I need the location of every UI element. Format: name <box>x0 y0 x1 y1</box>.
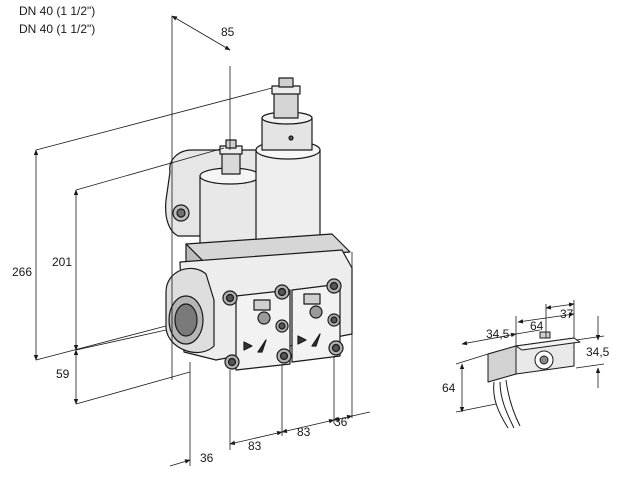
valve-assembly <box>165 77 353 371</box>
dim-85: 85 <box>221 25 235 39</box>
plug-detail <box>487 331 581 429</box>
dimension-lines <box>33 15 371 467</box>
header-line-2: DN 40 (1 1/2") <box>19 22 96 36</box>
dim-266: 266 <box>12 265 32 279</box>
dim-83-first: 83 <box>248 439 262 453</box>
dim-36-right: 36 <box>334 415 348 429</box>
dim-201: 201 <box>52 255 72 269</box>
dim-59: 59 <box>56 367 70 381</box>
plug-dim-37: 37 <box>560 307 574 321</box>
dim-36-left: 36 <box>200 451 214 465</box>
dim-83-second: 83 <box>297 425 311 439</box>
header-line-1: DN 40 (1 1/2") <box>19 4 96 18</box>
plug-dim-34-5-height: 34,5 <box>586 345 610 359</box>
plug-dim-64-height: 64 <box>442 381 456 395</box>
plug-dimension-lines <box>455 300 605 413</box>
plug-dim-64-depth: 64 <box>530 319 544 333</box>
plug-dim-34-5-width: 34,5 <box>486 327 510 341</box>
